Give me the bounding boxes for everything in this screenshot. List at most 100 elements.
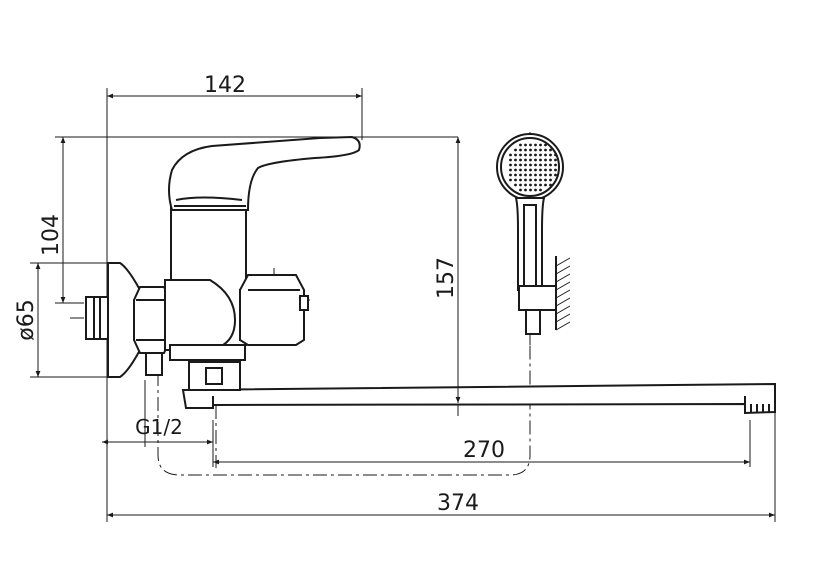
nozzle-dot <box>549 183 552 187</box>
shower-head <box>496 133 564 201</box>
nozzle-dot <box>514 158 517 162</box>
wall-hatch-line <box>555 281 571 291</box>
nozzle-dot <box>534 183 537 187</box>
nozzle-dot <box>529 173 532 177</box>
nozzle-dot <box>524 178 527 182</box>
nozzle-dot <box>554 173 557 177</box>
nozzle-dot <box>539 188 542 192</box>
dimension-142-label: 142 <box>204 73 246 98</box>
nozzle-dot <box>509 153 512 157</box>
wall-hatch-line <box>555 313 571 323</box>
lever-handle <box>168 135 361 211</box>
nozzle-dot <box>529 153 532 157</box>
nozzle-dot <box>544 143 547 147</box>
nozzle-dot <box>529 158 532 162</box>
nozzle-dot <box>529 183 532 187</box>
nozzle-dot <box>524 153 527 157</box>
nozzle-dot <box>544 148 547 152</box>
nozzle-dot <box>539 143 542 147</box>
nozzle-dot <box>539 168 542 172</box>
wall-hatch-line <box>555 273 571 283</box>
nozzle-dot <box>549 163 552 167</box>
nozzle-dot <box>534 143 537 147</box>
nozzle-dot <box>524 188 527 192</box>
nozzle-dot <box>529 168 532 172</box>
nozzle-dot <box>539 183 542 187</box>
mixer-body <box>164 205 309 361</box>
nozzle-dot <box>534 168 537 172</box>
nozzle-dot <box>509 178 512 182</box>
nozzle-dot <box>549 168 552 172</box>
nozzle-dot <box>519 183 522 187</box>
nozzle-dot <box>514 178 517 182</box>
nozzle-dot <box>514 148 517 152</box>
nozzle-dot <box>519 168 522 172</box>
dimension-374: 374 <box>107 491 775 518</box>
nozzle-dot <box>519 163 522 167</box>
nozzle-dot <box>514 183 517 187</box>
nozzle-dot <box>554 168 557 172</box>
nozzle-dot <box>554 163 557 167</box>
nozzle-dot <box>549 158 552 162</box>
wall-hatch-line <box>555 257 571 267</box>
nozzle-dot <box>549 178 552 182</box>
nozzle-dot <box>549 173 552 177</box>
wall-hatch-line <box>555 321 571 331</box>
nozzle-dot <box>514 173 517 177</box>
nozzle-dot <box>534 153 537 157</box>
dimension-104-label: 104 <box>39 214 64 256</box>
nozzle-dot <box>544 153 547 157</box>
nozzle-dot <box>549 153 552 157</box>
wall-connector <box>85 262 171 378</box>
nozzle-dot <box>529 188 532 192</box>
nozzle-dot <box>544 183 547 187</box>
nozzle-dot <box>529 143 532 147</box>
nozzle-dot <box>519 188 522 192</box>
dimension-thread: G1/2 <box>102 415 213 445</box>
dimension-157-label: 157 <box>434 257 459 299</box>
dimension-thread-label: G1/2 <box>135 415 183 439</box>
nozzle-dot <box>509 168 512 172</box>
nozzle-dot <box>544 173 547 177</box>
nozzle-dot <box>509 163 512 167</box>
nozzle-dot <box>524 163 527 167</box>
nozzle-dot <box>514 168 517 172</box>
nozzle-dot <box>524 168 527 172</box>
nozzle-dot <box>539 163 542 167</box>
hand-shower <box>496 133 571 335</box>
nozzle-dot <box>544 163 547 167</box>
dimension-104: 104 <box>39 137 66 303</box>
nozzle-dot <box>524 158 527 162</box>
nozzle-dot <box>554 153 557 157</box>
spout <box>181 361 776 415</box>
nozzle-dot <box>534 173 537 177</box>
nozzle-dot <box>529 178 532 182</box>
dimension-270: 270 <box>213 420 751 467</box>
dimension-157: 157 <box>434 137 461 403</box>
nozzle-dot <box>544 158 547 162</box>
nozzle-dot <box>544 178 547 182</box>
faucet-mixer <box>85 135 776 415</box>
shower-wall-holder <box>518 256 571 335</box>
nozzle-dot <box>534 148 537 152</box>
dimension-270-label: 270 <box>463 438 505 463</box>
nozzle-dot <box>539 178 542 182</box>
nozzle-dot <box>509 173 512 177</box>
wall-hatch-line <box>555 305 571 315</box>
nozzle-dot <box>529 163 532 167</box>
nozzle-dot <box>514 153 517 157</box>
nozzle-dot <box>519 173 522 177</box>
nozzle-dot <box>509 158 512 162</box>
nozzle-dot <box>539 153 542 157</box>
nozzle-dot <box>539 158 542 162</box>
nozzle-dot <box>524 183 527 187</box>
nozzle-dot <box>554 158 557 162</box>
nozzle-dot <box>534 178 537 182</box>
nozzle-dot <box>524 148 527 152</box>
nozzle-dot <box>519 178 522 182</box>
nozzle-dot <box>519 153 522 157</box>
nozzle-dot <box>544 168 547 172</box>
nozzle-dot <box>519 148 522 152</box>
nozzle-dot <box>524 143 527 147</box>
